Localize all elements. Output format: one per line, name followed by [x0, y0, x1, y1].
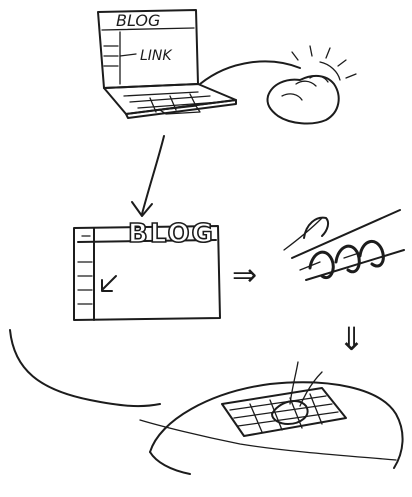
- link-pointer-mark: [120, 54, 136, 56]
- arrow-down-icon: [132, 136, 164, 216]
- motion-lines-icon: [292, 46, 356, 80]
- laptop-link-label: LINK: [140, 48, 173, 64]
- hand-icon: [267, 76, 338, 124]
- arrow-down-double-icon: ⇓: [338, 320, 365, 358]
- laptop-blog-title: BLOG: [116, 11, 160, 30]
- arrow-right-icon: ⇒: [232, 258, 257, 293]
- fingertips-closeup-sketch: [284, 210, 404, 280]
- mouse-cursor-icon: [102, 276, 116, 291]
- trackpad-icon: [222, 362, 346, 436]
- zoomed-blog-title: BLOG: [128, 219, 215, 249]
